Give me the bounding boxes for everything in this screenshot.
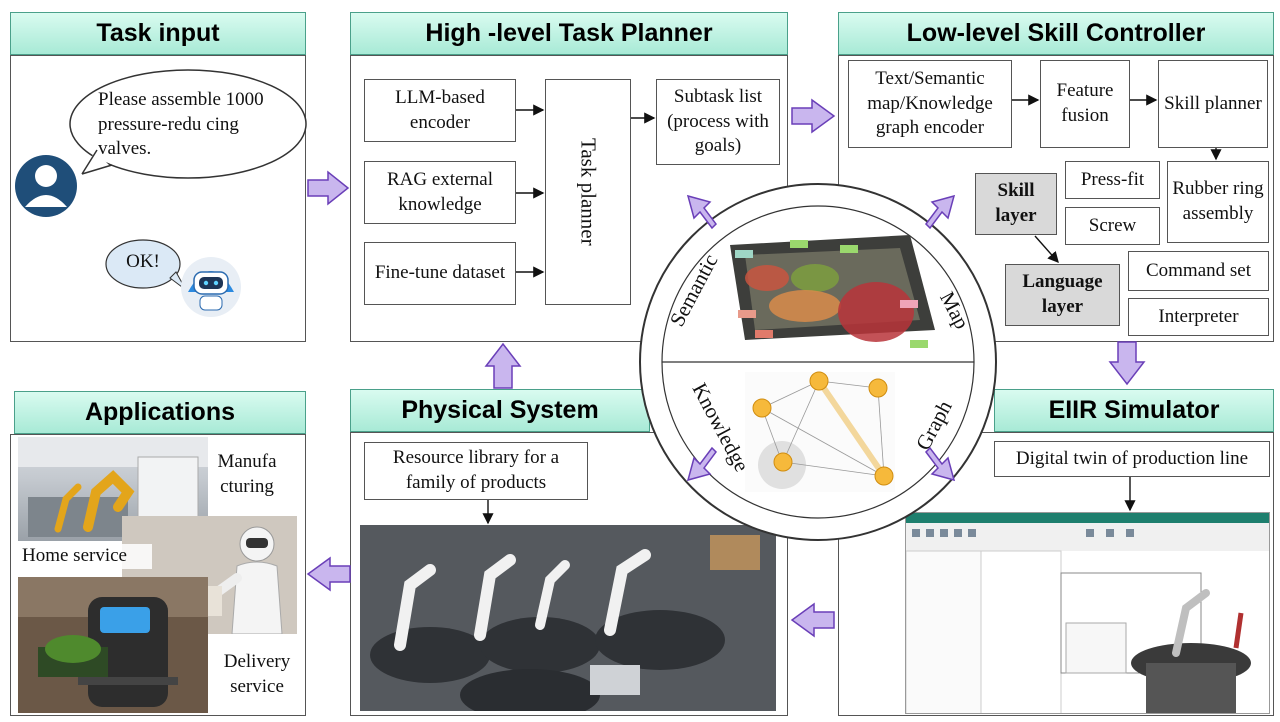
home-service-label: Home service [22,544,152,569]
simulator-screenshot [905,512,1270,714]
interpreter-box: Interpreter [1128,298,1269,336]
skill-layer-box: Skill layer [975,173,1057,235]
physical-system-image [360,525,776,711]
rubber-ring-box: Rubber ring assembly [1167,161,1269,243]
screw-box: Screw [1065,207,1160,245]
low-level-title: Low-level Skill Controller [838,12,1274,55]
delivery-service-image [18,577,208,713]
delivery-service-label: Delivery service [223,651,291,697]
arrow-simulator-to-physical [790,602,835,638]
resource-library-box: Resource library for a family of product… [364,442,588,500]
robot-reply: OK! [126,251,160,272]
arrow-physical-to-applications [306,556,351,592]
rag-box: RAG external knowledge [364,161,516,224]
task-planner-label: Task planner [576,138,601,246]
digital-twin-box: Digital twin of production line [994,441,1270,477]
robot-cells-icon [360,525,776,711]
arrow-physical-to-planner [484,342,522,389]
arrow-task-to-planner [307,170,350,206]
arrow-planner-to-controller [791,98,836,134]
subtask-list-box: Subtask list (process with goals) [656,79,780,165]
delivery-robot-icon [18,577,208,713]
finetune-box: Fine-tune dataset [364,242,516,305]
command-set-box: Command set [1128,251,1269,291]
skill-planner-box: Skill planner [1158,60,1268,148]
feature-fusion-box: Feature fusion [1040,60,1130,148]
manufacturing-label: Manufa cturing [217,451,277,497]
task-input-title: Task input [10,12,306,55]
press-fit-box: Press-fit [1065,161,1160,199]
language-layer-box: Language layer [1005,264,1120,326]
encoder-box: Text/Semantic map/Knowledge graph encode… [848,60,1012,148]
simulator-title: EIIR Simulator [994,389,1274,432]
llm-encoder-box: LLM-based encoder [364,79,516,142]
industrial-robot-icon [18,437,208,537]
simulator-ui-icon [906,513,1269,713]
user-message: Please assemble 1000 pressure-redu cing … [98,89,264,160]
applications-title: Applications [14,391,306,434]
task-planner-box: Task planner [545,79,631,305]
high-level-title: High -level Task Planner [350,12,788,55]
physical-system-title: Physical System [350,389,650,432]
arrow-controller-to-simulator [1108,341,1146,386]
